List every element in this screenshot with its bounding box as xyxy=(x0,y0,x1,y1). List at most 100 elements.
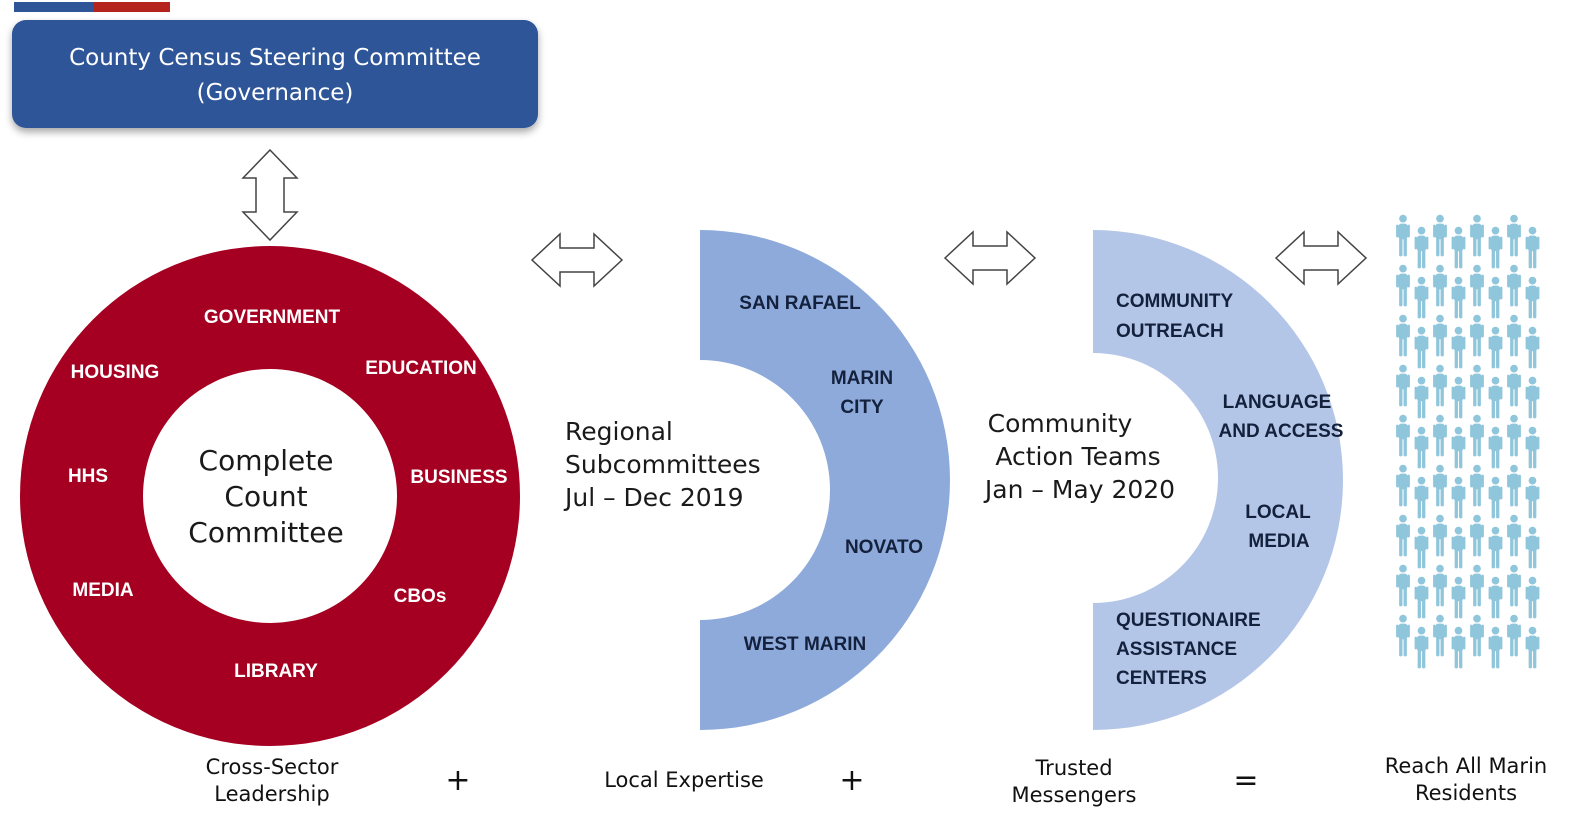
regional-title-line-1: Regional xyxy=(565,417,673,446)
governance-box-bg xyxy=(12,20,538,128)
person-icon xyxy=(1525,626,1540,669)
person-icon xyxy=(1396,264,1410,307)
person-icon xyxy=(1488,476,1503,519)
person-icon xyxy=(1451,326,1466,369)
person-icon xyxy=(1507,614,1521,657)
person-icon xyxy=(1525,476,1540,519)
person-icon xyxy=(1507,364,1521,407)
community-team-qac-1: QUESTIONAIRE xyxy=(1116,610,1261,631)
person-icon xyxy=(1525,226,1540,269)
person-icon xyxy=(1433,264,1447,307)
ring-center-line-3: Committee xyxy=(188,516,343,549)
person-icon xyxy=(1414,226,1429,269)
person-icon xyxy=(1433,614,1447,657)
equation-operator-equals: = xyxy=(1233,763,1258,798)
community-team-qac-3: CENTERS xyxy=(1116,668,1207,689)
person-icon xyxy=(1470,514,1484,557)
ring-sector-business: BUSINESS xyxy=(410,467,507,488)
double-arrow-horizontal-icon xyxy=(943,230,1037,286)
person-icon xyxy=(1470,214,1484,257)
person-icon xyxy=(1470,414,1484,457)
person-icon xyxy=(1396,314,1410,357)
person-icon xyxy=(1451,376,1466,419)
ring-sector-library: LIBRARY xyxy=(234,661,318,682)
double-arrow-horizontal-icon xyxy=(1274,230,1368,286)
equation-term-messengers-2: Messengers xyxy=(1012,783,1137,807)
equation-term-leadership-2: Leadership xyxy=(214,782,329,806)
community-team-language-2: AND ACCESS xyxy=(1219,421,1344,442)
person-icon xyxy=(1470,564,1484,607)
person-icon xyxy=(1396,214,1410,257)
person-icon xyxy=(1433,314,1447,357)
person-icon xyxy=(1414,326,1429,369)
regional-arc: SAN RAFAEL MARIN CITY NOVATO WEST MARIN xyxy=(700,230,950,730)
person-icon xyxy=(1451,226,1466,269)
person-icon xyxy=(1488,526,1503,569)
community-title-line-2: Action Teams xyxy=(995,442,1160,471)
governance-box: County Census Steering Committee (Govern… xyxy=(12,20,538,128)
person-icon xyxy=(1414,426,1429,469)
community-team-media-2: MEDIA xyxy=(1248,531,1310,552)
person-icon xyxy=(1507,464,1521,507)
person-icon xyxy=(1507,514,1521,557)
equation: Cross-Sector Leadership + Local Expertis… xyxy=(206,754,1548,807)
equation-operator-plus-2: + xyxy=(839,763,864,798)
community-team-media-1: LOCAL xyxy=(1245,502,1311,523)
community-team-outreach-2: OUTREACH xyxy=(1116,321,1224,342)
governance-line-2: (Governance) xyxy=(197,80,354,106)
person-icon xyxy=(1451,426,1466,469)
equation-term-leadership-1: Cross-Sector xyxy=(206,755,339,779)
regional-area-novato: NOVATO xyxy=(845,537,923,558)
person-icon xyxy=(1488,626,1503,669)
equation-term-messengers-1: Trusted xyxy=(1034,756,1112,780)
double-arrow-horizontal-icon xyxy=(530,232,624,288)
person-icon xyxy=(1507,564,1521,607)
person-icon xyxy=(1451,576,1466,619)
person-icon xyxy=(1488,326,1503,369)
person-icon xyxy=(1488,226,1503,269)
person-icon xyxy=(1414,576,1429,619)
person-icon xyxy=(1525,326,1540,369)
person-icon xyxy=(1433,214,1447,257)
regional-area-marin-city-2: CITY xyxy=(840,397,884,418)
person-icon xyxy=(1414,626,1429,669)
regional-title-line-3: Jul – Dec 2019 xyxy=(563,483,744,512)
person-icon xyxy=(1507,414,1521,457)
complete-count-ring: GOVERNMENT HOUSING EDUCATION HHS BUSINES… xyxy=(20,246,520,746)
regional-title-line-2: Subcommittees xyxy=(565,450,761,479)
ring-sector-hhs: HHS xyxy=(68,466,108,487)
person-icon xyxy=(1414,276,1429,319)
person-icon xyxy=(1396,414,1410,457)
double-arrow-vertical-icon xyxy=(241,148,299,242)
community-team-outreach-1: COMMUNITY xyxy=(1116,291,1233,312)
person-icon xyxy=(1396,364,1410,407)
equation-term-reach-1: Reach All Marin xyxy=(1385,754,1547,778)
person-icon xyxy=(1507,214,1521,257)
regional-arc-shape xyxy=(700,230,950,730)
person-icon xyxy=(1451,276,1466,319)
equation-operator-plus-1: + xyxy=(445,763,470,798)
community-team-language-1: LANGUAGE xyxy=(1223,392,1332,413)
regional-area-marin-city-1: MARIN xyxy=(831,368,893,389)
ring-center-line-1: Complete xyxy=(199,444,334,477)
person-icon xyxy=(1451,626,1466,669)
person-icon xyxy=(1525,576,1540,619)
ring-sector-housing: HOUSING xyxy=(71,362,160,383)
person-icon xyxy=(1433,364,1447,407)
governance-line-1: County Census Steering Committee xyxy=(69,45,481,71)
person-icon xyxy=(1470,464,1484,507)
ring-sector-education: EDUCATION xyxy=(365,358,477,379)
person-icon xyxy=(1414,376,1429,419)
person-icon xyxy=(1525,376,1540,419)
community-arc: COMMUNITY OUTREACH LANGUAGE AND ACCESS L… xyxy=(1093,230,1343,730)
person-icon xyxy=(1525,426,1540,469)
regional-area-west-marin: WEST MARIN xyxy=(744,634,866,655)
person-icon xyxy=(1507,264,1521,307)
person-icon xyxy=(1525,276,1540,319)
person-icon xyxy=(1488,576,1503,619)
people-grid xyxy=(1396,214,1540,669)
person-icon xyxy=(1488,276,1503,319)
person-icon xyxy=(1451,476,1466,519)
person-icon xyxy=(1488,376,1503,419)
